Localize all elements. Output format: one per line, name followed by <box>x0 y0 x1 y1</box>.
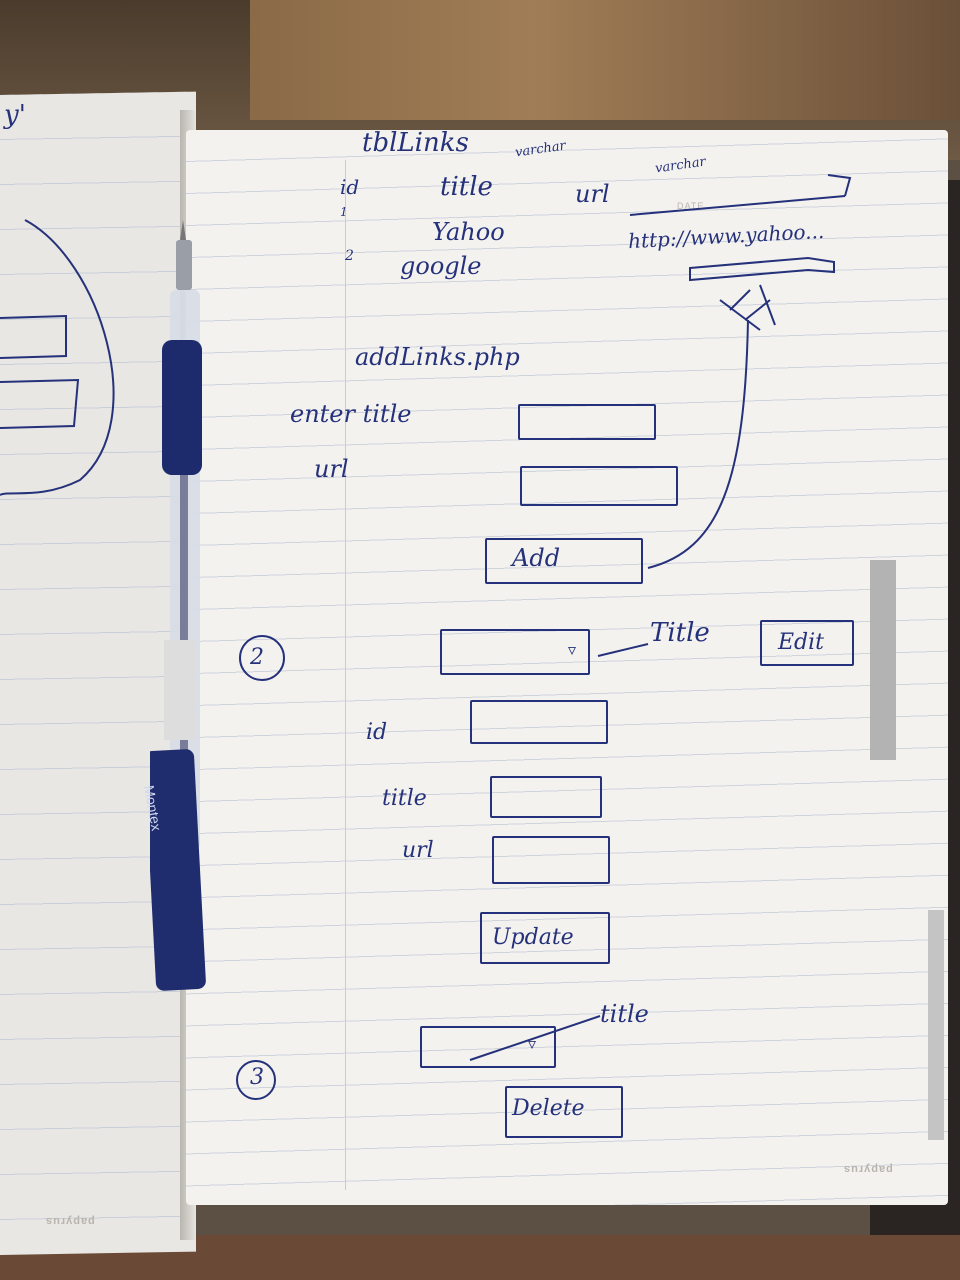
id-input-sketch[interactable] <box>470 700 608 744</box>
add-button-sketch[interactable] <box>485 538 643 584</box>
edit-button-sketch[interactable] <box>760 620 854 666</box>
row1-id: 1 <box>340 205 348 219</box>
page-tab-marker <box>870 560 896 760</box>
section-3-number: 3 <box>250 1065 264 1090</box>
flow-arrow-add-to-table <box>647 319 749 569</box>
pen-cap <box>150 749 206 991</box>
title-label-2: title <box>382 786 427 811</box>
left-page-arrow <box>0 219 115 496</box>
section-3-circle <box>236 1060 276 1100</box>
right-notebook-page <box>186 130 948 1205</box>
dropdown-chevron-icon-2: ▿ <box>528 1034 537 1053</box>
url-label: url <box>314 455 349 483</box>
ballpoint-pen <box>150 220 206 991</box>
id-label: id <box>366 720 388 745</box>
edit-button-label: Edit <box>778 630 825 655</box>
delete-dropdown-strike <box>469 1015 601 1061</box>
row2-title: google <box>400 252 482 280</box>
col-url: url <box>575 180 610 208</box>
wooden-shelf <box>250 0 960 120</box>
page-filename: addLinks.php <box>355 343 520 371</box>
left-page-corner-text: y' <box>4 100 26 130</box>
left-page-box-2 <box>0 378 80 429</box>
yahoo-box-sketch <box>689 256 835 282</box>
left-page-box-1 <box>0 314 67 359</box>
title-input-sketch[interactable] <box>518 404 656 440</box>
dropdown-chevron-icon: ▿ <box>568 640 577 659</box>
page-tab-marker-lower <box>928 910 944 1140</box>
section-2-number: 2 <box>250 645 264 670</box>
col-id: id <box>340 175 360 199</box>
pen-tip-cone <box>176 240 192 290</box>
update-button-label: Update <box>492 925 574 950</box>
pen-label <box>164 640 196 740</box>
row2-id: 2 <box>345 248 354 264</box>
delete-button-sketch[interactable] <box>505 1086 623 1138</box>
margin-line <box>345 160 346 1190</box>
date-label: DATE <box>677 201 705 211</box>
delete-dropdown-sketch[interactable] <box>420 1026 556 1068</box>
delete-button-label: Delete <box>512 1096 585 1121</box>
dropdown-title-note: Title <box>650 618 710 648</box>
schema-underline <box>629 195 846 216</box>
title-input-sketch-2[interactable] <box>490 776 602 818</box>
enter-title-label: enter title <box>290 400 412 428</box>
header-bracket <box>827 174 852 197</box>
url-input-sketch-2[interactable] <box>492 836 610 884</box>
dropdown-note-connector <box>597 643 649 657</box>
section-2-circle <box>239 635 285 681</box>
col-title: title <box>440 172 493 202</box>
pen-grip <box>162 340 202 475</box>
update-button-sketch[interactable] <box>480 912 610 964</box>
pen-tip <box>180 220 186 240</box>
title-dropdown-sketch[interactable] <box>440 629 590 675</box>
table-name: tblLinks <box>362 128 469 158</box>
url-input-sketch[interactable] <box>520 466 678 506</box>
row1-title: Yahoo <box>432 218 505 246</box>
url-label-2: url <box>402 838 434 863</box>
add-button-label: Add <box>512 544 561 572</box>
scribble-icon <box>719 284 776 331</box>
delete-dropdown-note: title <box>600 1000 649 1028</box>
